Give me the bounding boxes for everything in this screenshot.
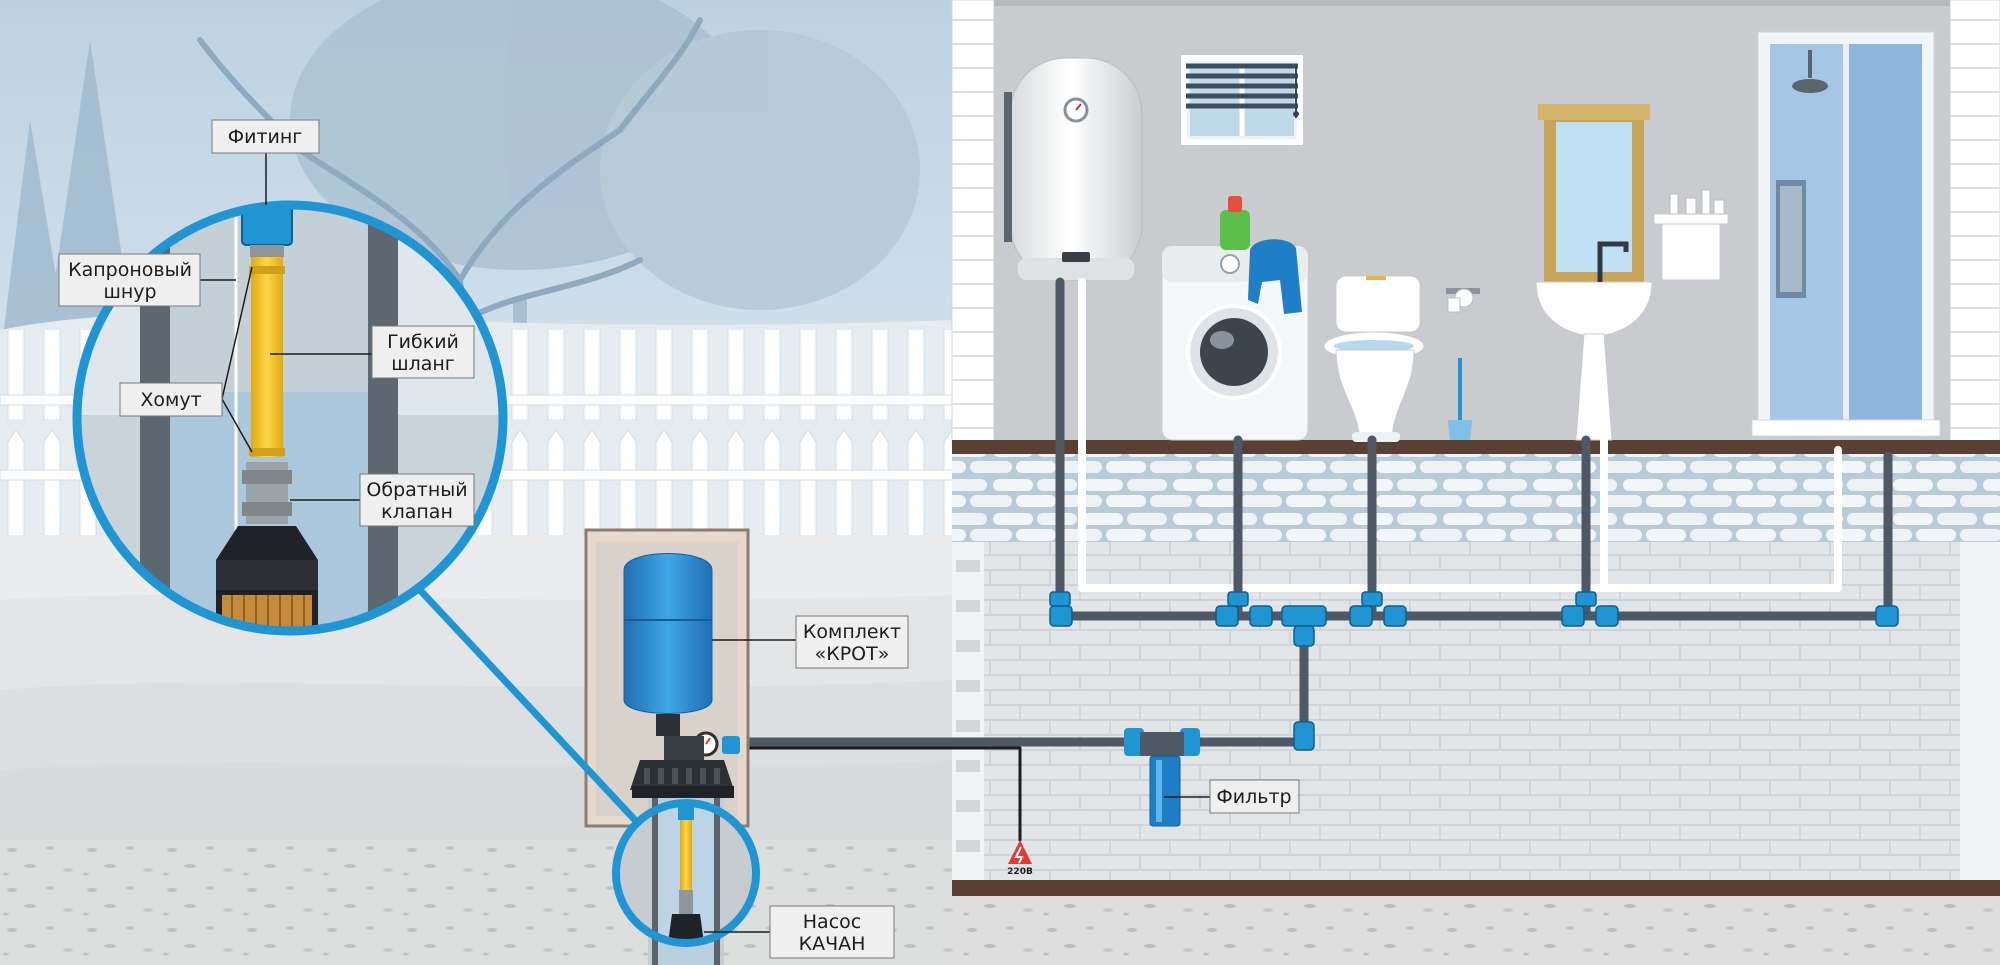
svg-text:Обратный: Обратный bbox=[366, 479, 467, 501]
svg-text:Хомут: Хомут bbox=[140, 389, 201, 411]
stone-foundation bbox=[952, 454, 2000, 542]
zoom-connector bbox=[417, 587, 638, 823]
leader-lines bbox=[200, 153, 1210, 933]
svg-text:Фитинг: Фитинг bbox=[228, 126, 303, 148]
shower-head-icon bbox=[1792, 50, 1828, 93]
label-flexible-hose: Гибкий шланг bbox=[371, 325, 475, 379]
svg-text:«КРОТ»: «КРОТ» bbox=[815, 643, 890, 665]
svg-text:Гибкий: Гибкий bbox=[387, 331, 459, 353]
electric-hazard-icon: 220В bbox=[1007, 840, 1033, 877]
label-check-valve: Обратный клапан bbox=[359, 473, 475, 527]
svg-text:клапан: клапан bbox=[381, 501, 453, 523]
label-nylon-cord: Капроновый шнур bbox=[58, 253, 201, 307]
svg-text:Фильтр: Фильтр bbox=[1216, 786, 1291, 808]
big-zoom-ring bbox=[72, 200, 508, 636]
svg-text:Комплект: Комплект bbox=[803, 621, 901, 643]
label-fitting: Фитинг bbox=[211, 119, 320, 154]
toilet-paper-icon bbox=[1446, 288, 1480, 313]
small-zoom-detail bbox=[616, 803, 756, 943]
window bbox=[1181, 55, 1303, 145]
washing-machine bbox=[1161, 196, 1309, 441]
toilet bbox=[1323, 275, 1480, 442]
shower-cabin bbox=[1751, 31, 1941, 437]
background-trees bbox=[0, 0, 920, 520]
pipe-fittings bbox=[1049, 591, 1899, 751]
big-zoom-detail bbox=[77, 205, 503, 631]
sink bbox=[1535, 104, 1729, 441]
label-filter: Фильтр bbox=[1209, 779, 1300, 814]
floor-slab bbox=[952, 440, 2000, 454]
basement-floor bbox=[952, 880, 2000, 896]
voltage-label: 220В bbox=[1007, 867, 1033, 877]
svg-text:шланг: шланг bbox=[391, 353, 455, 375]
svg-text:КАЧАН: КАЧАН bbox=[799, 933, 866, 955]
label-clamp: Хомут bbox=[119, 382, 223, 417]
small-zoom-ring bbox=[612, 799, 760, 947]
label-krot-kit: Комплект «КРОТ» bbox=[795, 615, 909, 669]
svg-text:шнур: шнур bbox=[103, 281, 156, 303]
water-heater bbox=[1004, 57, 1143, 281]
water-filter bbox=[1124, 728, 1200, 827]
label-pump: Насос КАЧАН bbox=[769, 905, 895, 959]
caisson bbox=[584, 528, 750, 828]
svg-text:Насос: Насос bbox=[803, 911, 861, 933]
svg-text:Капроновый: Капроновый bbox=[68, 259, 192, 281]
basement-wall bbox=[952, 542, 2000, 882]
